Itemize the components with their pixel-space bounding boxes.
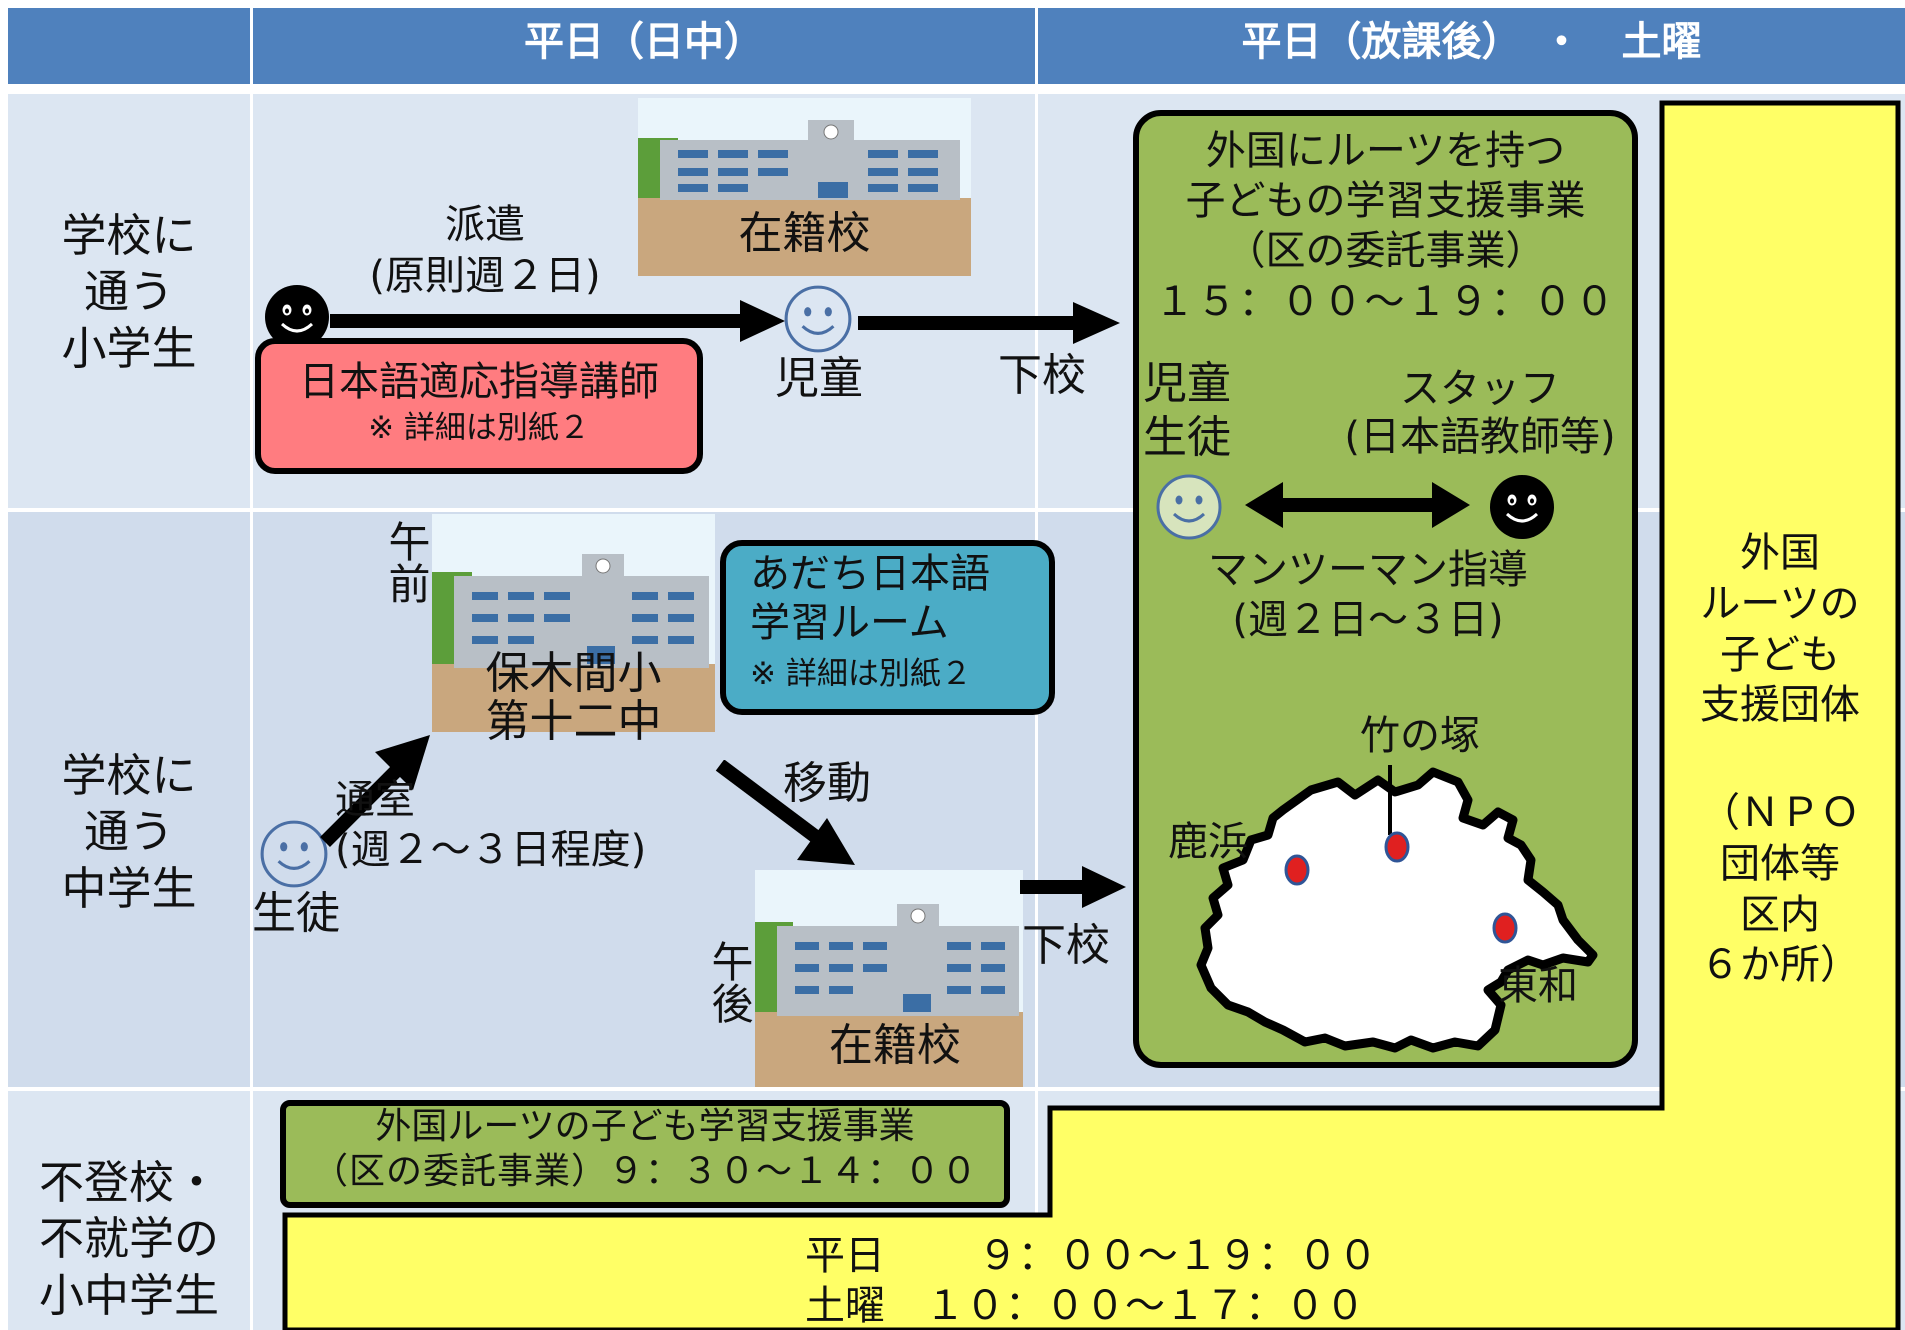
teacher-program-title: 日本語適応指導講師	[299, 359, 659, 405]
japanese-room-box	[720, 540, 1055, 715]
student-label: 生徒	[252, 888, 340, 939]
dispatch-arrow	[330, 300, 785, 342]
npo-hours-weekday: 平日 ９：００～１９：００	[805, 1233, 1378, 1279]
afternoon-label: 午後	[705, 940, 754, 1024]
center-school-image	[432, 514, 715, 732]
map-label-shikahama: 鹿浜	[1168, 819, 1248, 865]
center-school-label: 保木間小 第十二中	[485, 648, 662, 748]
map-dot-shikahama	[1284, 854, 1310, 886]
map-label-towa: 東和	[1498, 963, 1578, 1009]
staff-smiley-icon	[1490, 475, 1554, 539]
commute-label: 通室 (週２～３日程度)	[335, 777, 647, 873]
row2-label-cell	[8, 512, 250, 1087]
row3-label-cell	[8, 1091, 250, 1330]
npo-detail: （ＮＰＯ 団体等 区内 ６か所）	[1700, 790, 1860, 989]
map-dot-takenotsuka	[1384, 831, 1410, 863]
japanese-room-title: あだち日本語 学習ルーム	[750, 551, 990, 646]
header-row-label-cell	[8, 8, 250, 84]
truant-program-box	[280, 1100, 1010, 1208]
japanese-room-note: ※ 詳細は別紙２	[750, 656, 972, 692]
learner-smiley-icon	[1156, 474, 1222, 540]
takenotsuka-pointer-line	[1388, 765, 1392, 835]
header-daytime-title: 平日（日中）	[524, 19, 764, 65]
enrolled-school-image-junior	[755, 870, 1023, 1087]
go-home-label-junior: 下校	[1022, 920, 1110, 971]
truant-program-hours: （区の委託事業）９：３０～１４：００	[311, 1151, 978, 1192]
move-arrow	[715, 760, 855, 865]
commute-arrow	[320, 735, 430, 847]
move-label: 移動	[783, 758, 871, 809]
teacher-program-box	[255, 338, 703, 474]
adachi-map	[1196, 767, 1598, 1053]
truant-program-title: 外国ルーツの子ども学習支援事業	[375, 1106, 915, 1147]
header-after-school-cell	[1038, 8, 1905, 84]
morning-label: 午前	[382, 520, 431, 604]
one-on-one-double-arrow	[1245, 482, 1470, 528]
go-home-arrow-elementary	[858, 302, 1120, 344]
support-learners-label: 児童 生徒	[1143, 358, 1231, 463]
dispatch-label: 派遣 (原則週２日)	[369, 202, 601, 299]
enrolled-school-label-junior: 在籍校	[829, 1020, 961, 1071]
row1-label-cell	[8, 94, 250, 508]
enrolled-school-image-elementary	[638, 98, 971, 276]
enrolled-school-label-elementary: 在籍校	[738, 208, 871, 259]
student-smiley-icon	[260, 820, 328, 888]
row-label-truant: 不登校・ 不就学の 小中学生	[38, 1156, 219, 1322]
row-label-junior: 学校に 通う 中学生	[61, 749, 197, 915]
support-program-title: 外国にルーツを持つ 子どもの学習支援事業 （区の委託事業）	[1185, 128, 1586, 274]
go-home-arrow-junior	[1020, 866, 1126, 908]
teacher-program-note: ※ 詳細は別紙２	[368, 410, 590, 446]
map-label-takenotsuka: 竹の塚	[1360, 713, 1480, 759]
map-dot-towa	[1492, 912, 1518, 944]
child-smiley-icon	[784, 285, 852, 353]
npo-title: 外国 ルーツの 子ども 支援団体	[1700, 530, 1860, 729]
header-daytime-cell	[253, 8, 1035, 84]
npo-hours-saturday: 土曜 １０：００～１７：００	[805, 1283, 1365, 1329]
header-after-school-title: 平日（放課後） ・ 土曜	[1241, 19, 1702, 65]
row-label-elementary: 学校に 通う 小学生	[61, 209, 197, 375]
support-program-hours: １５：００～１９：００	[1154, 279, 1617, 325]
support-staff-label: スタッフ (日本語教師等)	[1344, 366, 1616, 460]
teacher-smiley-icon	[265, 285, 329, 349]
go-home-label-elementary: 下校	[998, 350, 1086, 401]
child-label: 児童	[775, 353, 863, 404]
support-method: マンツーマン指導 (週２日～３日)	[1208, 547, 1528, 643]
